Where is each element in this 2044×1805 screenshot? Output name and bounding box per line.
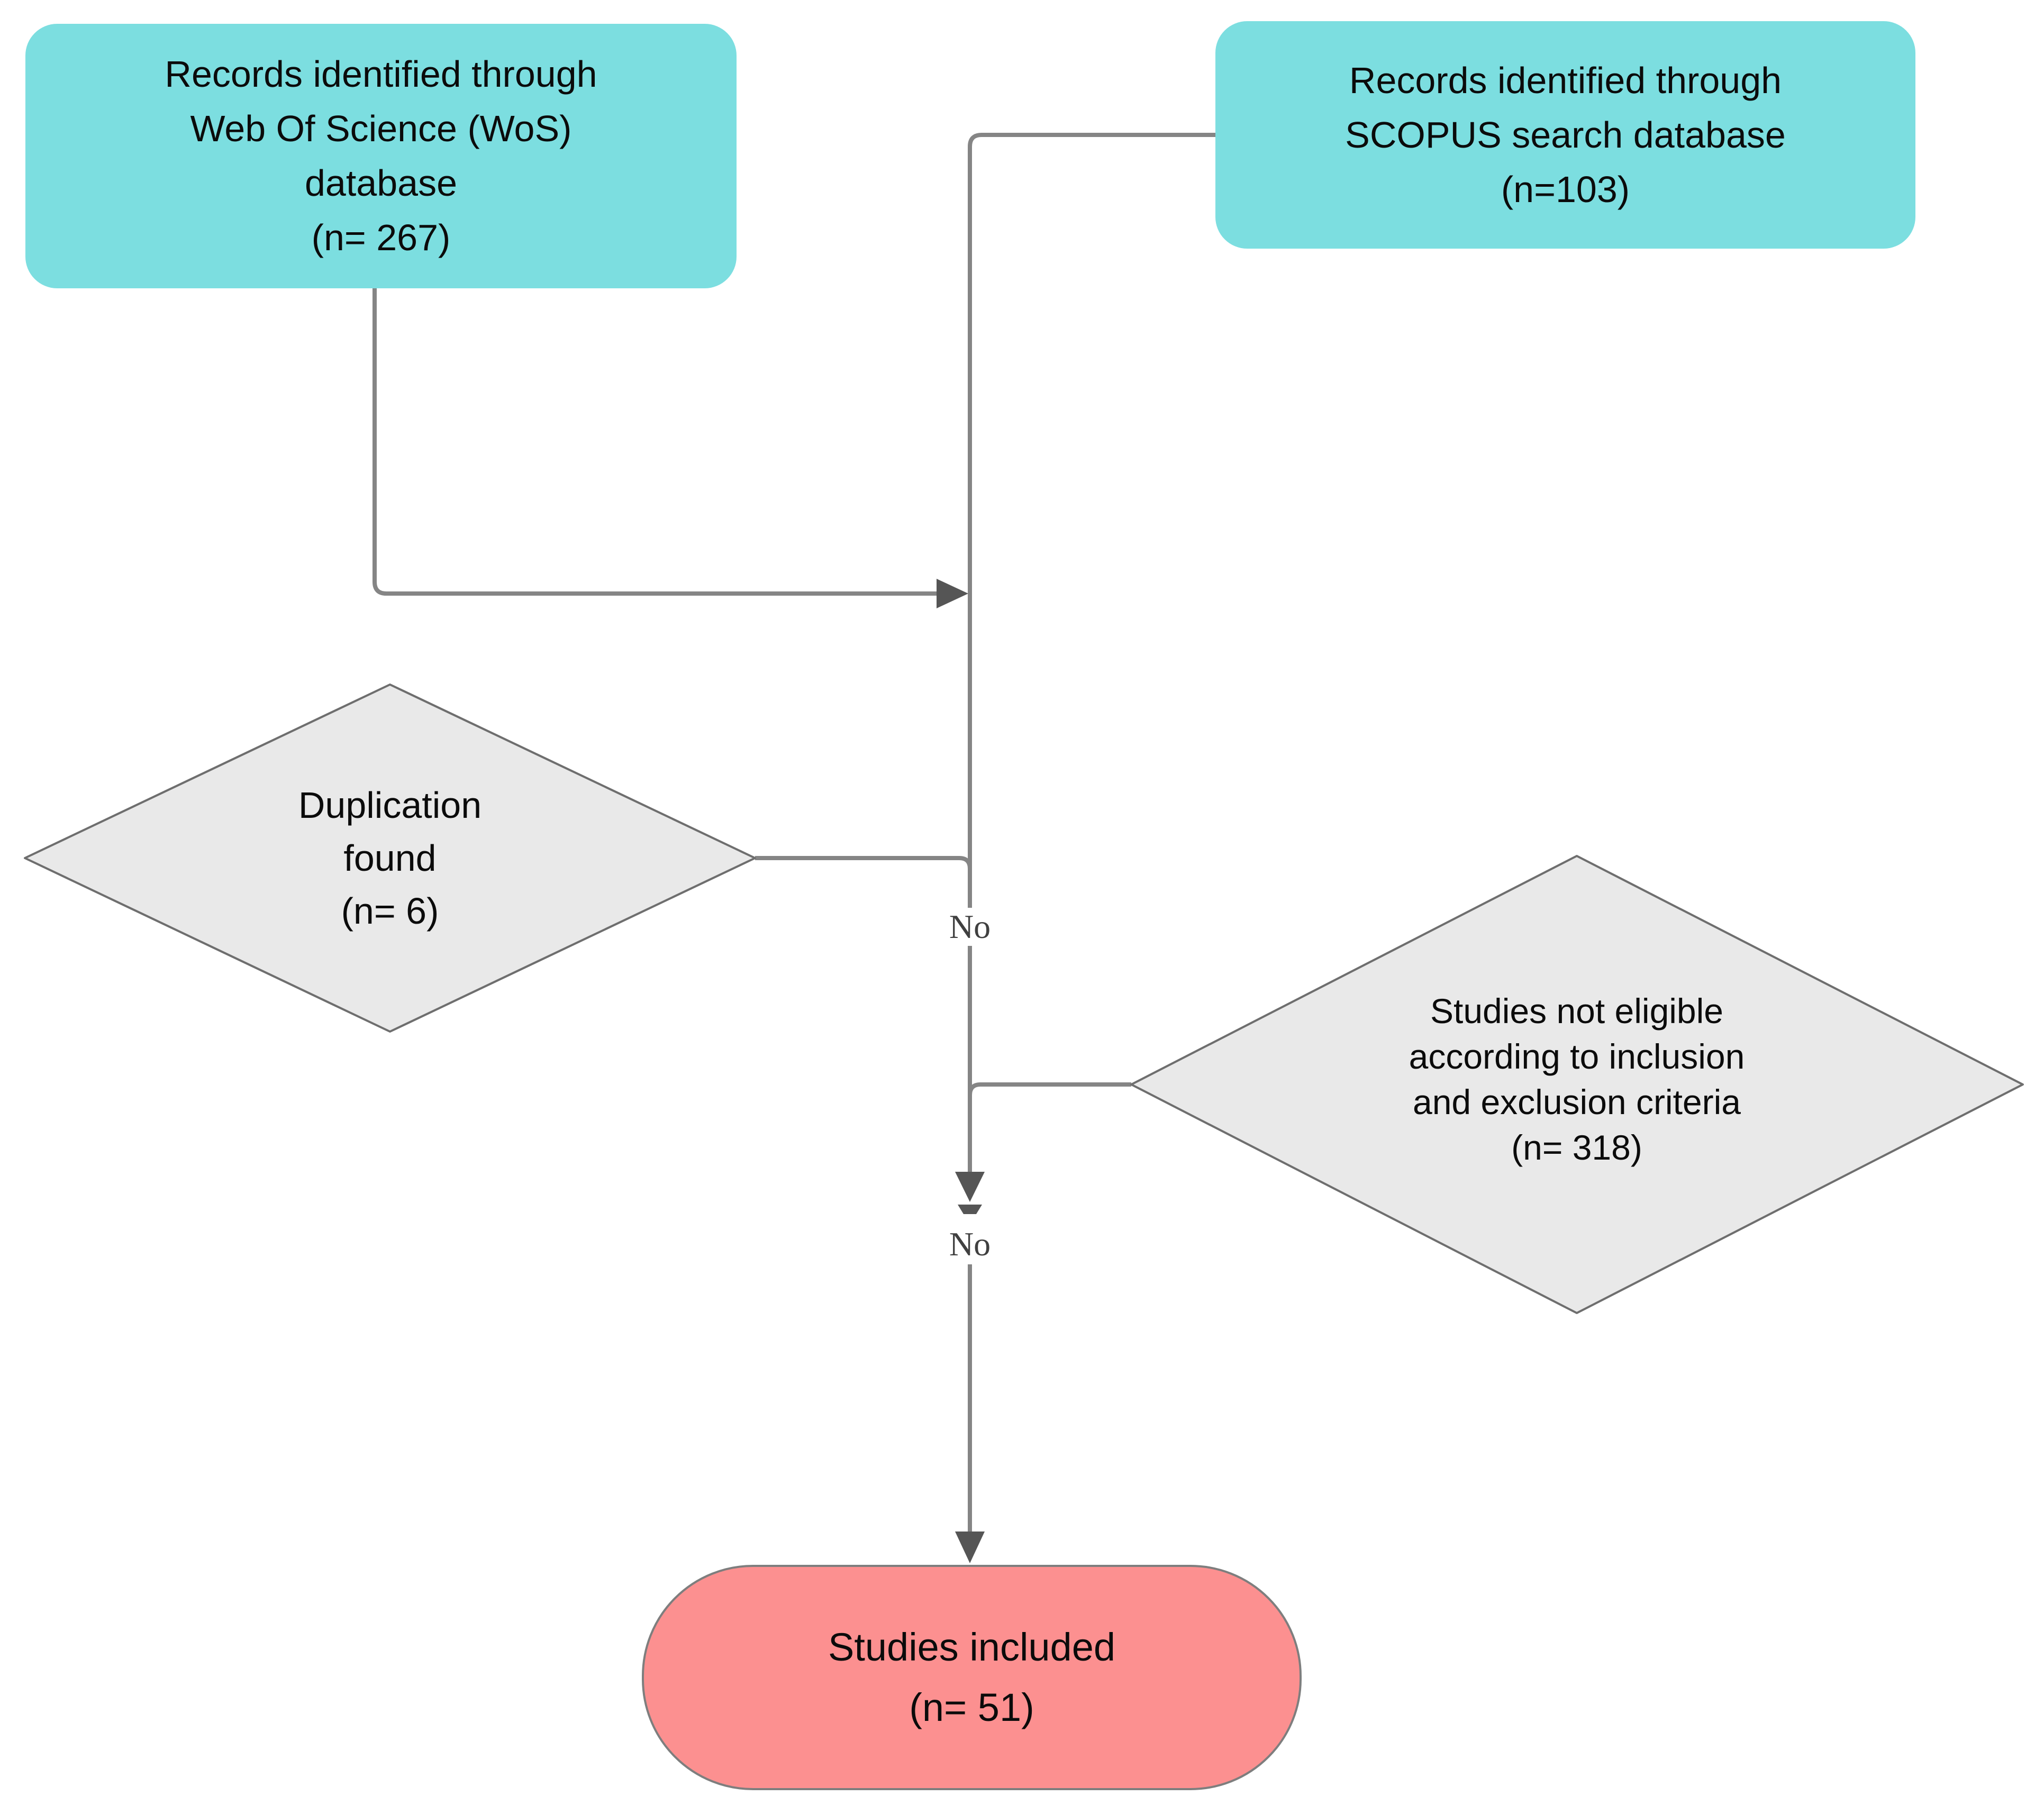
duplication-line: Duplication: [298, 785, 482, 826]
edge-duplication-to-line: [755, 856, 972, 869]
arrowhead-mid-down-tail: [958, 1205, 982, 1214]
duplication-line: found: [343, 837, 437, 879]
edge-label-no-1: No: [943, 908, 996, 946]
eligibility-diamond-shape: [1130, 855, 2024, 1314]
eligibility-line: according to inclusion: [1409, 1037, 1745, 1076]
edge-scopus-main-line: [968, 133, 1215, 1172]
eligibility-line: and exclusion criteria: [1413, 1082, 1741, 1122]
duplication-diamond-shape: [24, 683, 756, 1033]
arrowhead-wos-merge: [937, 579, 968, 608]
duplication-diamond-label: Duplication found (n= 6): [125, 773, 655, 943]
arrowhead-into-included: [955, 1531, 985, 1563]
scopus-records-box: Records identified through SCOPUS search…: [1215, 21, 1915, 249]
wos-box-line: (n= 267): [311, 217, 451, 258]
studies-included-stadium: Studies included (n= 51): [642, 1565, 1302, 1790]
wos-records-box: Records identified through Web Of Scienc…: [25, 24, 737, 288]
wos-box-line: Web Of Science (WoS): [190, 108, 572, 149]
included-line: (n= 51): [909, 1685, 1034, 1729]
eligibility-diamond-label: Studies not eligible according to inclus…: [1259, 985, 1894, 1173]
edge-wos-to-merge: [373, 288, 937, 596]
eligibility-line: (n= 318): [1511, 1128, 1642, 1167]
duplication-line: (n= 6): [341, 890, 439, 932]
wos-box-line: Records identified through: [165, 53, 597, 95]
arrowhead-mid-down: [955, 1172, 985, 1202]
edge-eligibility-to-line: [968, 1082, 1131, 1096]
scopus-box-line: (n=103): [1501, 168, 1630, 210]
edge-label-no-2: No: [943, 1225, 996, 1263]
scopus-box-line: SCOPUS search database: [1345, 114, 1786, 156]
scopus-box-line: Records identified through: [1349, 59, 1782, 101]
included-line: Studies included: [828, 1625, 1116, 1669]
eligibility-line: Studies not eligible: [1430, 991, 1724, 1031]
wos-box-line: database: [304, 162, 458, 204]
